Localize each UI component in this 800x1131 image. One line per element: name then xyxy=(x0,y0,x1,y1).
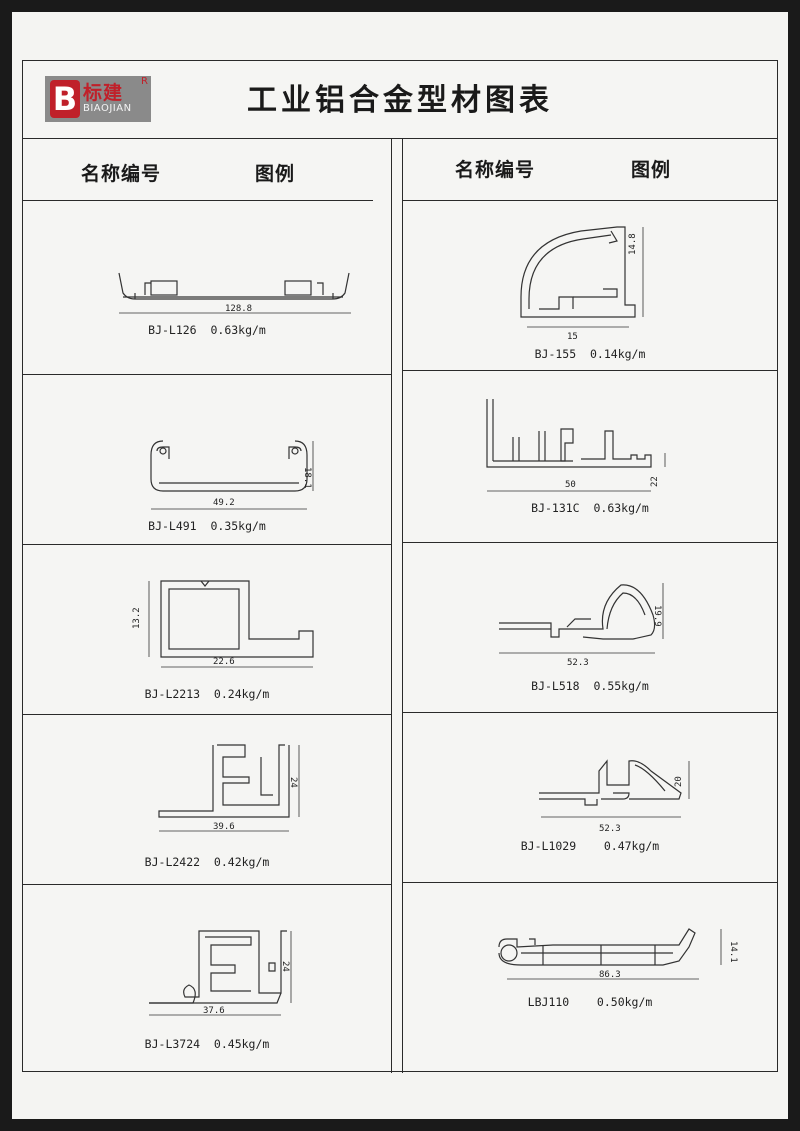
logo-mark: B xyxy=(50,80,80,118)
dim-label: 52.3 xyxy=(567,658,589,668)
profile-caption: BJ-L2422 0.42kg/m xyxy=(23,855,391,869)
profile-caption: BJ-L491 0.35kg/m xyxy=(23,519,391,533)
profile-code: BJ-131C xyxy=(531,501,580,515)
profile-weight: 0.50kg/m xyxy=(596,995,653,1009)
dim-label: 50 xyxy=(565,480,576,490)
profile-cell-right-5: 86.3 14.1 LBJ110 0.50kg/m xyxy=(403,883,777,1073)
f-hook-profile-icon: 37.6 24 xyxy=(149,930,292,1016)
profile-cell-left-3: 22.6 13.2 BJ-L2213 0.24kg/m xyxy=(23,545,391,715)
profile-weight: 0.35kg/m xyxy=(210,519,266,533)
dim-label: 22.6 xyxy=(213,657,235,667)
profile-code: BJ-L1029 xyxy=(520,839,577,853)
page-title: 工业铝合金型材图表 xyxy=(247,83,553,118)
profile-weight: 0.55kg/m xyxy=(593,679,649,693)
profile-cell-left-1: 128.8 BJ-L126 0.63kg/m xyxy=(23,201,391,375)
left-column-header: 名称编号 图例 xyxy=(23,139,373,201)
name-column-label: 名称编号 xyxy=(81,163,162,185)
profile-code: LBJ110 xyxy=(527,995,570,1009)
dim-label: 19.9 xyxy=(652,605,662,627)
profile-cell-left-4: 39.6 24 BJ-L2422 0.42kg/m xyxy=(23,715,391,885)
profile-caption: BJ-131C 0.63kg/m xyxy=(403,501,777,515)
profile-caption: BJ-L2213 0.24kg/m xyxy=(23,687,391,701)
profile-weight: 0.24kg/m xyxy=(213,687,270,701)
profile-code: BJ-L491 xyxy=(148,519,197,533)
dim-label: 18.1 xyxy=(302,467,312,489)
profile-code: BJ-L2422 xyxy=(144,855,201,869)
dim-label: 86.3 xyxy=(599,970,621,980)
name-column-label: 名称编号 xyxy=(455,159,536,181)
profile-weight: 0.47kg/m xyxy=(603,839,660,853)
wide-channel-profile-icon: 128.8 xyxy=(118,272,351,314)
profile-cell-left-2: 49.2 18.1 BJ-L491 0.35kg/m xyxy=(23,375,391,545)
registered-mark: R xyxy=(141,76,148,87)
dim-label: 37.6 xyxy=(203,1006,225,1016)
hook-rail-profile-icon: 52.3 20 xyxy=(539,759,690,834)
profile-caption: BJ-L518 0.55kg/m xyxy=(403,679,777,693)
dim-label: 15 xyxy=(567,332,578,342)
dim-label: 49.2 xyxy=(213,498,235,508)
dim-label: 22 xyxy=(650,476,660,487)
dim-label: 13.2 xyxy=(132,607,142,629)
dim-label: 14.8 xyxy=(628,233,638,255)
figure-column-label: 图例 xyxy=(631,159,672,181)
f-slot-profile-icon: 39.6 24 xyxy=(158,744,300,832)
dim-label: 128.8 xyxy=(225,304,252,314)
profile-code: BJ-155 xyxy=(534,347,577,361)
profile-weight: 0.42kg/m xyxy=(213,855,270,869)
profile-caption: BJ-L126 0.63kg/m xyxy=(23,323,391,337)
profile-caption: BJ-L3724 0.45kg/m xyxy=(23,1037,391,1051)
dim-label: 52.3 xyxy=(599,824,621,834)
figure-column-label: 图例 xyxy=(255,163,296,185)
box-flange-profile-icon: 22.6 13.2 xyxy=(132,580,314,668)
profile-code: BJ-L126 xyxy=(148,323,197,337)
dim-label: 24 xyxy=(280,961,290,972)
logo-subtitle: BIAOJIAN xyxy=(83,103,132,114)
dim-label: 39.6 xyxy=(213,822,235,832)
chart-frame: B 标建 BIAOJIAN R 工业铝合金型材图表 名称编号 图例 名称编号 图… xyxy=(22,60,778,1073)
profile-code: BJ-L2213 xyxy=(144,687,201,701)
profile-cell-right-4: 52.3 20 BJ-L1029 0.47kg/m xyxy=(403,713,777,883)
quarter-round-profile-icon: 15 14.8 xyxy=(520,226,644,342)
profile-weight: 0.63kg/m xyxy=(210,323,266,337)
logo-name: 标建 xyxy=(83,82,124,104)
multi-slot-profile-icon: 50 22 xyxy=(486,399,666,492)
profile-caption: LBJ110 0.50kg/m xyxy=(403,995,777,1009)
curved-lip-profile-icon: 52.3 19.9 xyxy=(499,583,664,668)
column-divider xyxy=(391,139,403,1073)
profile-cell-right-1: 15 14.8 BJ-155 0.14kg/m xyxy=(403,201,777,371)
profile-weight: 0.14kg/m xyxy=(590,347,646,361)
header: B 标建 BIAOJIAN R 工业铝合金型材图表 xyxy=(23,61,777,139)
profile-cell-right-3: 52.3 19.9 BJ-L518 0.55kg/m xyxy=(403,543,777,713)
profile-caption: BJ-155 0.14kg/m xyxy=(403,347,777,361)
profile-code: BJ-L518 xyxy=(531,679,580,693)
right-column-header: 名称编号 图例 xyxy=(403,139,777,201)
profile-code: BJ-L3724 xyxy=(144,1037,201,1051)
c-channel-profile-icon: 49.2 18.1 xyxy=(150,440,314,510)
profile-weight: 0.45kg/m xyxy=(213,1037,270,1051)
profile-caption: BJ-L1029 0.47kg/m xyxy=(403,839,777,853)
profile-cell-right-2: 50 22 BJ-131C 0.63kg/m xyxy=(403,371,777,543)
dim-label: 24 xyxy=(288,777,298,788)
brand-logo: B 标建 BIAOJIAN R xyxy=(45,76,151,122)
profile-weight: 0.63kg/m xyxy=(593,501,649,515)
dim-label: 14.1 xyxy=(728,941,738,963)
flat-handle-profile-icon: 86.3 14.1 xyxy=(498,928,738,980)
dim-label: 20 xyxy=(674,776,684,787)
profile-cell-left-5: 37.6 24 BJ-L3724 0.45kg/m xyxy=(23,885,391,1073)
